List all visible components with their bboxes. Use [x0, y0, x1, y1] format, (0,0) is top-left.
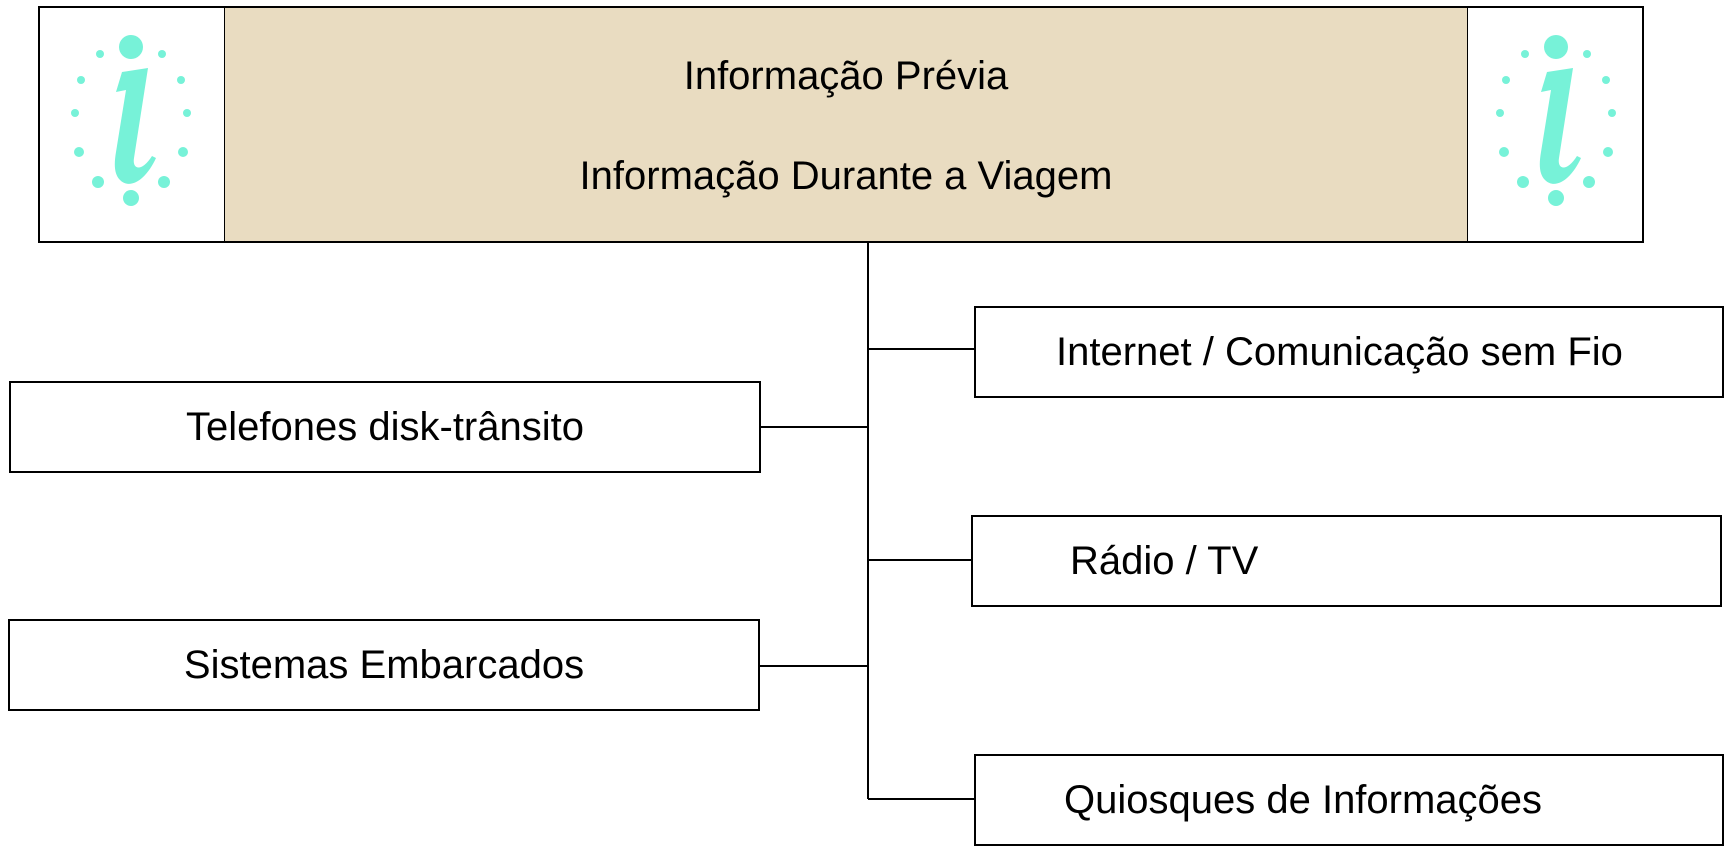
header-title-line-2: Informação Durante a Viagem	[579, 154, 1113, 198]
internet-label: Internet / Comunicação sem Fio	[1056, 329, 1623, 374]
quiosques-label: Quiosques de Informações	[1064, 777, 1543, 822]
header-title-panel: Informação Prévia Informação Durante a V…	[224, 8, 1468, 241]
telefones-box: Telefones disk-trânsito	[9, 381, 761, 473]
sistemas-label: Sistemas Embarcados	[183, 642, 585, 687]
info-icon	[1496, 35, 1616, 206]
sistemas-box: Sistemas Embarcados	[8, 619, 760, 711]
telefones-label: Telefones disk-trânsito	[186, 404, 584, 449]
internet-box: Internet / Comunicação sem Fio	[974, 306, 1724, 398]
info-icon	[71, 35, 191, 206]
radio-box: Rádio / TV	[971, 515, 1722, 607]
quiosques-box: Quiosques de Informações	[974, 754, 1724, 846]
header-banner: Informação Prévia Informação Durante a V…	[38, 6, 1644, 243]
radio-label: Rádio / TV	[1070, 538, 1259, 583]
header-title-line-1: Informação Prévia	[683, 54, 1009, 98]
